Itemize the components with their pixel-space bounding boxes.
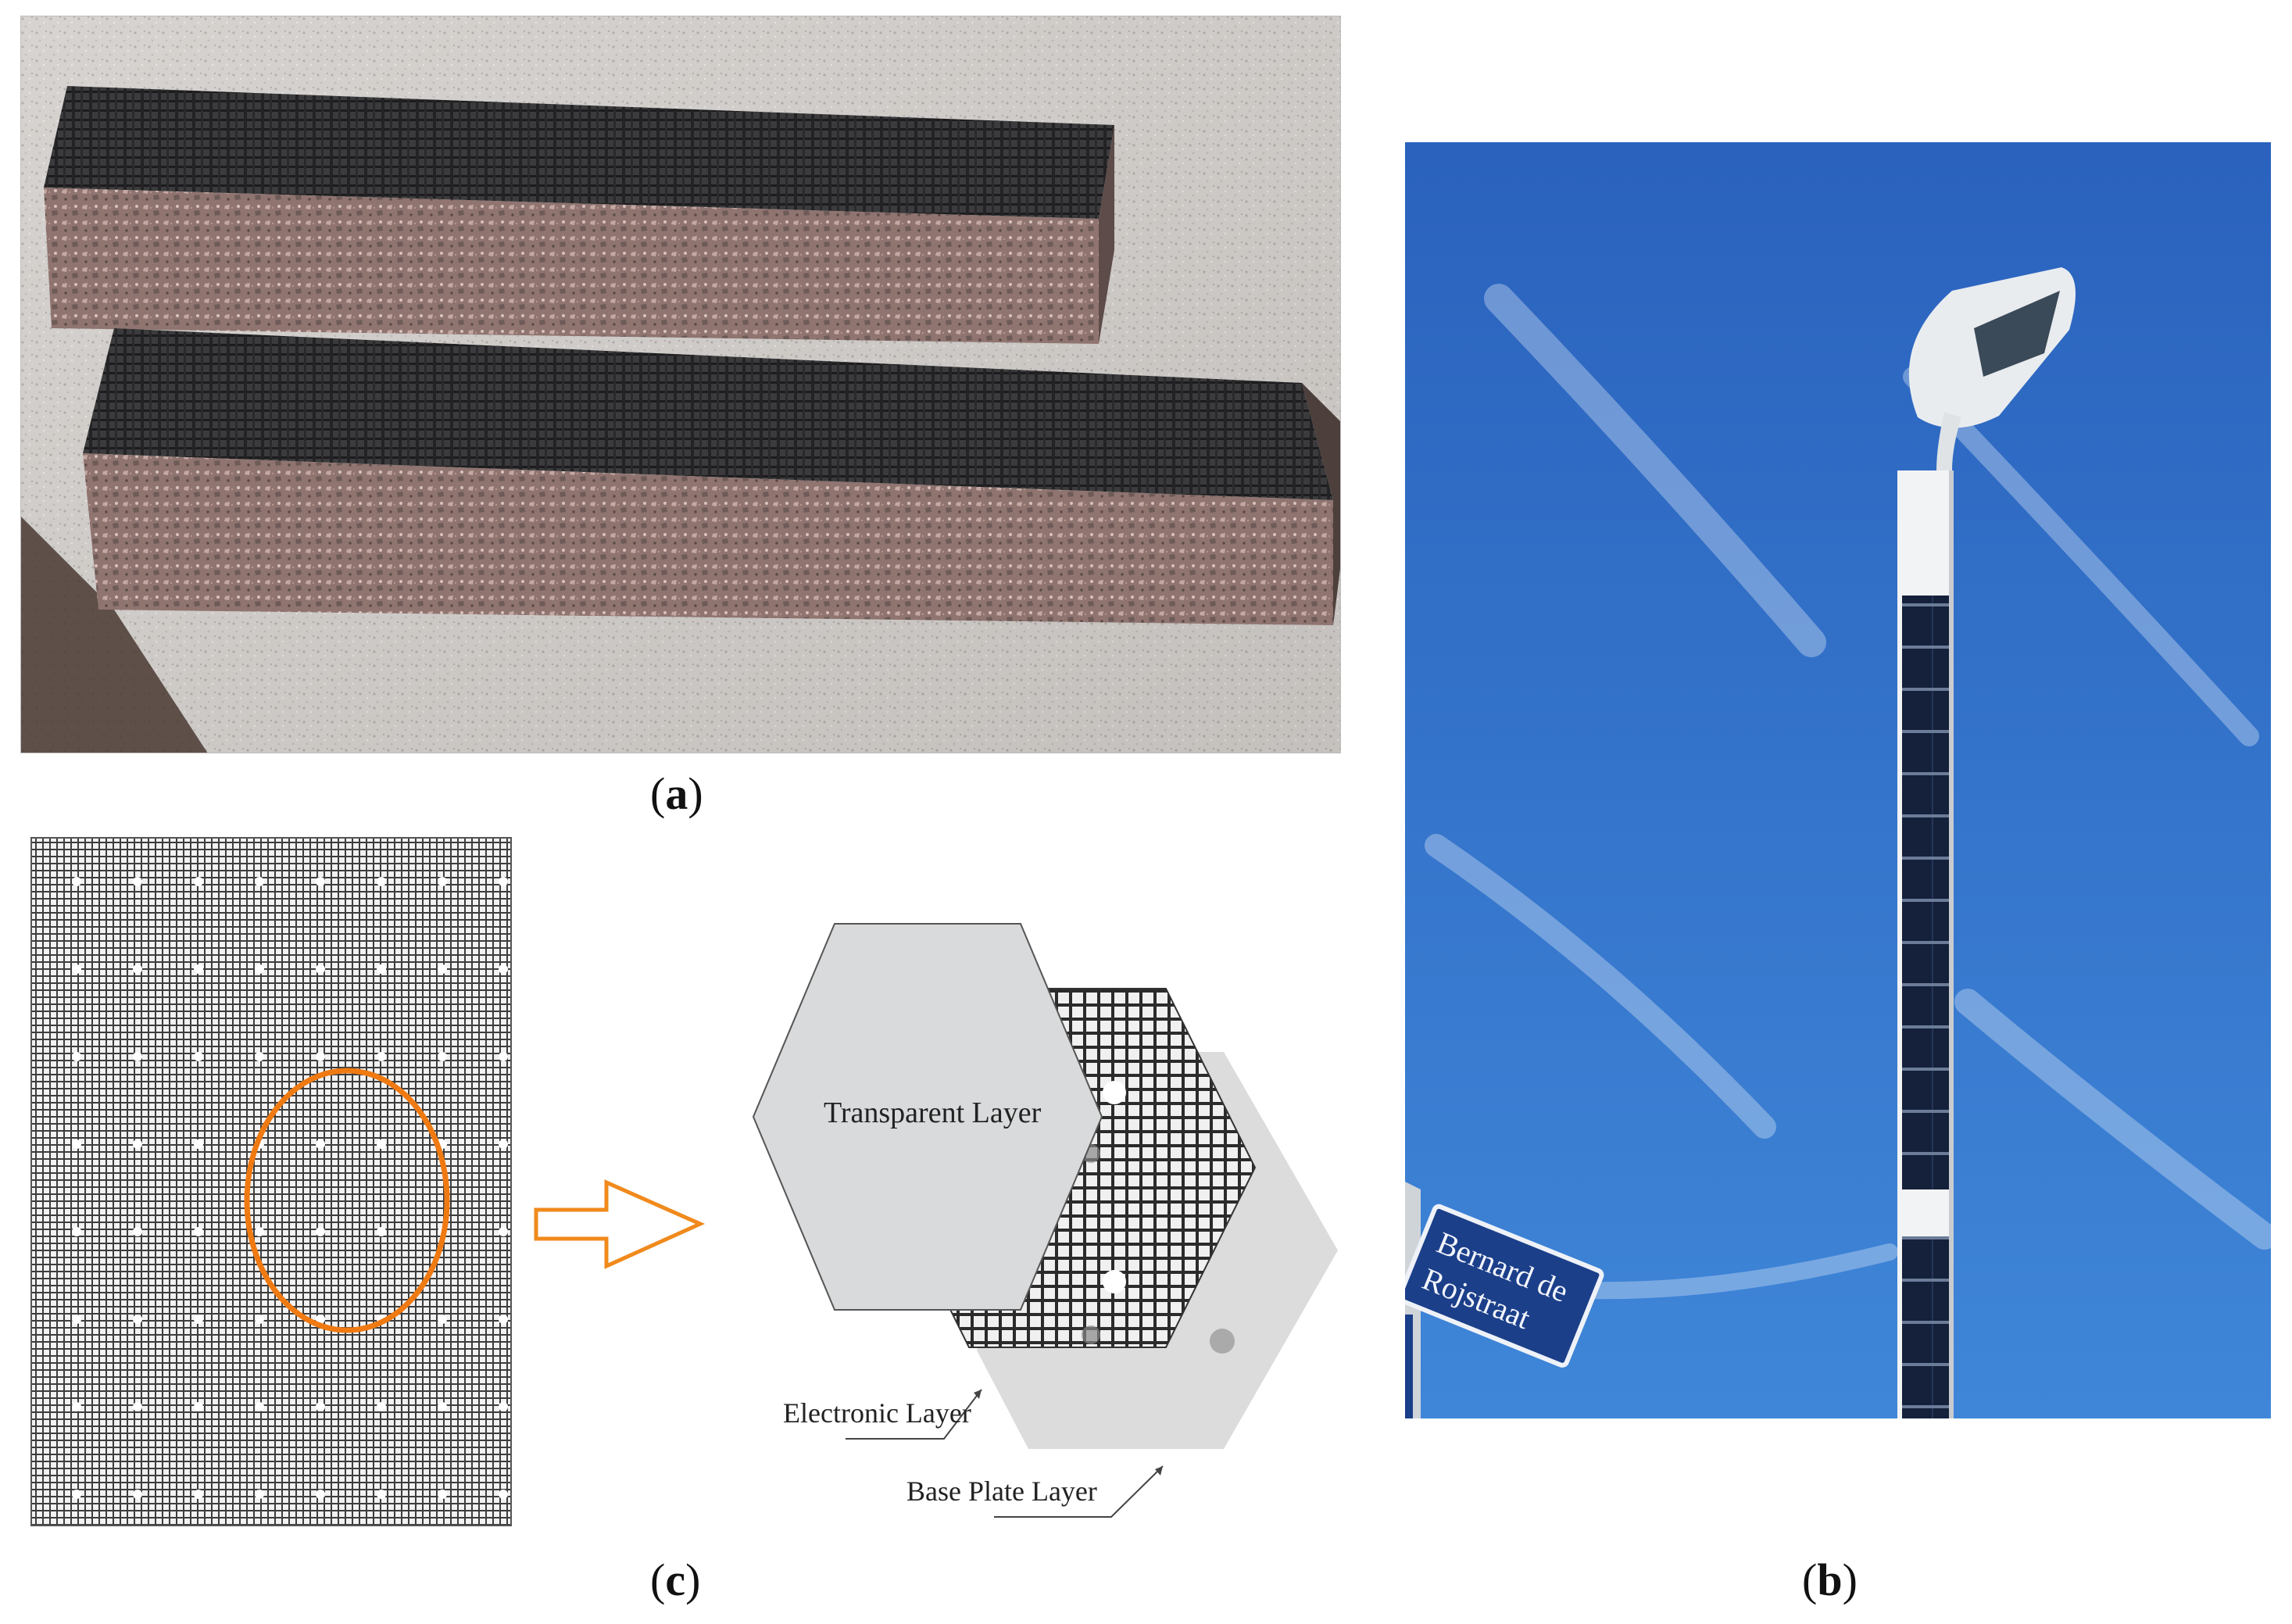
grid-dot <box>133 1227 142 1236</box>
caption-letter-b: b <box>1817 1554 1843 1605</box>
grid-dot <box>194 1490 203 1499</box>
grid-dot <box>72 1315 81 1324</box>
caption-open-paren: ( <box>650 1554 666 1605</box>
highlight-ellipse <box>244 1068 450 1333</box>
caption-open-paren: ( <box>1802 1554 1818 1605</box>
grid-dot <box>438 964 447 974</box>
street-sign-board <box>1397 1204 1604 1368</box>
transparent-hexagon <box>752 923 1103 1311</box>
caption-letter-a: a <box>665 768 688 819</box>
grid-dot <box>499 964 508 974</box>
panel-c-caption: (c) <box>650 1554 700 1606</box>
grid-dot <box>499 1227 508 1236</box>
grid-dot <box>255 964 264 974</box>
grid-dot <box>72 877 81 886</box>
grid-dot <box>499 1490 508 1499</box>
grid-dot <box>72 1227 81 1236</box>
grid-dot <box>255 1227 264 1236</box>
grid-dot <box>255 1315 264 1324</box>
grid-dot <box>255 1490 264 1499</box>
solar-lamp-post-image: Bernard de Rojstraat <box>1397 142 2278 1418</box>
grid-dot <box>438 1490 447 1499</box>
grid-dot <box>72 964 81 974</box>
base-plate-layer-label: Base Plate Layer <box>906 1476 1097 1507</box>
right-arrow-icon <box>534 1179 706 1269</box>
grid-dot <box>194 1139 203 1149</box>
grid-dot <box>438 1315 447 1324</box>
panel-a-caption: (a) <box>650 767 703 820</box>
grid-dot <box>377 877 386 886</box>
panel-b-photo: Bernard de Rojstraat <box>1397 142 2278 1418</box>
grid-dot <box>72 1052 81 1061</box>
grid-dot <box>255 877 264 886</box>
grid-dot <box>133 1402 142 1411</box>
grid-dot <box>499 1052 508 1061</box>
grid-dot <box>438 1052 447 1061</box>
grid-dot <box>377 1139 386 1149</box>
grid-dot <box>194 877 203 886</box>
caption-close-paren: ) <box>685 1554 701 1605</box>
grid-dot <box>316 964 325 974</box>
grid-dot <box>377 964 386 974</box>
grid-dot <box>499 877 508 886</box>
grid-dot <box>72 1490 81 1499</box>
grid-dot <box>377 1402 386 1411</box>
grid-dot <box>316 1490 325 1499</box>
grid-dot <box>194 964 203 974</box>
tile-grid <box>30 837 512 1526</box>
transparent-layer-label: Transparent Layer <box>824 1096 1042 1129</box>
grid-dot <box>133 1139 142 1149</box>
grid-dot <box>316 877 325 886</box>
grid-dot <box>194 1227 203 1236</box>
panel-a-photo <box>20 15 1342 754</box>
grid-dot <box>377 1227 386 1236</box>
caption-close-paren: ) <box>688 768 703 819</box>
grid-dot <box>499 1139 508 1149</box>
electronic-layer-label: Electronic Layer <box>783 1397 971 1429</box>
grid-dot <box>499 1402 508 1411</box>
grid-dot <box>316 1402 325 1411</box>
grid-dot <box>438 877 447 886</box>
solar-road-layers-diagram: Transparent Layer Electronic Layer Base … <box>30 837 1338 1526</box>
asphalt-samples-image <box>20 15 1342 754</box>
panel-c-diagram: Transparent Layer Electronic Layer Base … <box>28 835 1357 1538</box>
grid-dot <box>377 1052 386 1061</box>
grid-dot <box>316 1227 325 1236</box>
grid-dot <box>133 1052 142 1061</box>
grid-dot <box>133 1315 142 1324</box>
grid-dot <box>438 1402 447 1411</box>
grid-dot <box>316 1139 325 1149</box>
grid-dot <box>316 1052 325 1061</box>
grid-dot <box>72 1402 81 1411</box>
grid-dot <box>72 1139 81 1149</box>
grid-dot <box>133 1490 142 1499</box>
caption-open-paren: ( <box>650 768 666 819</box>
grid-dot <box>499 1315 508 1324</box>
panel-b-caption: (b) <box>1802 1554 1858 1606</box>
grid-dot <box>194 1052 203 1061</box>
grid-dot <box>194 1315 203 1324</box>
grid-dot <box>255 1402 264 1411</box>
caption-close-paren: ) <box>1842 1554 1858 1605</box>
grid-dot <box>255 1052 264 1061</box>
grid-dot <box>133 877 142 886</box>
grid-dot <box>194 1402 203 1411</box>
grid-dot <box>133 964 142 974</box>
grid-dot <box>316 1315 325 1324</box>
caption-letter-c: c <box>665 1554 686 1605</box>
grid-dot <box>377 1490 386 1499</box>
